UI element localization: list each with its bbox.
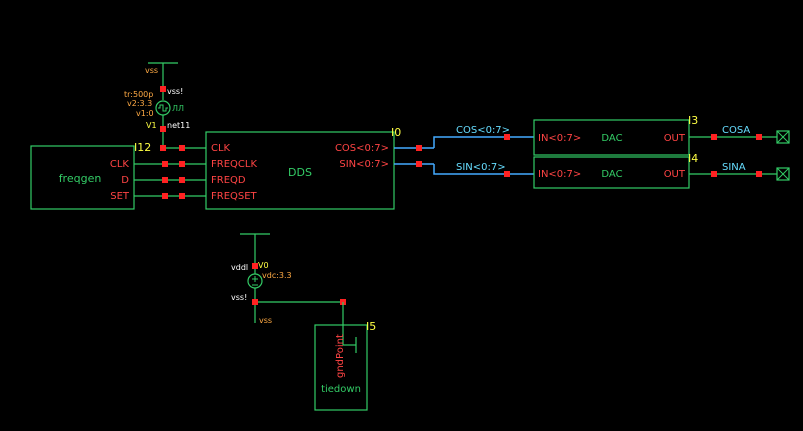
pin-marker (179, 161, 185, 167)
output-pins[interactable]: COSA SINA (689, 125, 790, 181)
pin-marker (756, 134, 762, 140)
tiedown-name: tiedown (321, 384, 361, 395)
tiedown-outline (314, 324, 368, 411)
bus-cos (433, 136, 534, 148)
pin-label-gndpoint: gndPoint (335, 334, 346, 378)
param-v2: v2:3.3 (127, 99, 152, 108)
pin-label-clk: CLK (110, 159, 130, 170)
pin-marker (711, 134, 717, 140)
pin-marker (162, 193, 168, 199)
pin-marker (160, 145, 166, 151)
pin-label-dds-clk: CLK (211, 143, 231, 154)
pin-label-dac-bottom-in: IN<0:7> (538, 169, 581, 180)
instance-label-v0: V0 (258, 261, 269, 270)
pin-label-d: D (121, 175, 129, 186)
pin-marker (416, 161, 422, 167)
pin-marker (252, 263, 258, 269)
pin-label-cos: COS<0:7> (335, 143, 389, 154)
pin-label-freqset: FREQSET (211, 191, 258, 202)
pin-marker (711, 171, 717, 177)
pin-label-dac-top-out: OUT (664, 133, 686, 144)
pin-label-sin: SIN<0:7> (339, 159, 389, 170)
instance-label-i4: I4 (688, 152, 698, 165)
pin-marker (179, 145, 185, 151)
dac-bottom-block[interactable]: I4 DAC IN<0:7> OUT (533, 152, 698, 189)
freqgen-outline (30, 145, 135, 210)
pin-marker (160, 126, 166, 132)
freqgen-block[interactable]: I12 freqgen CLK D SET (30, 141, 151, 210)
pin-label-set: SET (110, 191, 130, 202)
dac-top-name: DAC (601, 133, 622, 144)
pulse-wave-icon (158, 104, 168, 112)
tiedown-block[interactable]: I5 tiedown gndPoint (314, 302, 376, 411)
param-tr: tr:500p (124, 90, 153, 99)
dds-name: DDS (288, 166, 312, 179)
pin-marker (179, 193, 185, 199)
bus-sin (433, 164, 534, 175)
dac-bottom-outline (533, 156, 690, 189)
instance-label-i3: I3 (688, 114, 698, 127)
dac-top-block[interactable]: I3 DAC IN<0:7> OUT (533, 114, 698, 156)
instance-label-i12: I12 (134, 141, 151, 154)
pin-marker (162, 177, 168, 183)
pin-marker (252, 299, 258, 305)
pin-marker (504, 134, 510, 140)
net-label-vss: vss! (231, 293, 247, 302)
pin-label-freqclk: FREQCLK (211, 159, 257, 170)
output-pin-sina-icon[interactable] (776, 167, 790, 181)
pulse-source[interactable]: vss vss! tr:500p v2:3.3 v1:0 ЛЛ V1 net11 (124, 62, 206, 151)
param-v1: v1:0 (136, 109, 154, 118)
net-label-sina: SINA (722, 162, 746, 173)
instance-label-i5: I5 (366, 320, 376, 333)
pin-label-freqd: FREQD (211, 175, 246, 186)
dc-source[interactable]: vddl V0 vdc:3.3 vss! vss (231, 233, 346, 325)
pin-marker (504, 171, 510, 177)
instance-label-v1: V1 (146, 121, 157, 130)
dac-bottom-name: DAC (601, 169, 622, 180)
dds-block[interactable]: I0 DDS CLK FREQCLK FREQD FREQSET COS<0:7… (205, 126, 401, 210)
dds-outline (205, 131, 395, 210)
pin-marker (160, 86, 166, 92)
net-label-sin-bus: SIN<0:7> (456, 162, 506, 173)
net-label-net11: net11 (167, 121, 190, 130)
pin-marker (416, 145, 422, 151)
pin-label-dac-top-in: IN<0:7> (538, 133, 581, 144)
pulse-symbol-label: ЛЛ (172, 104, 184, 113)
pin-marker (756, 171, 762, 177)
instance-label-i0: I0 (391, 126, 401, 139)
freqgen-name: freqgen (59, 172, 102, 185)
freqgen-dds-wires (134, 145, 206, 199)
net-label-cos-bus: COS<0:7> (456, 125, 510, 136)
pin-marker (162, 161, 168, 167)
gnd-label-v0: vss (259, 316, 272, 325)
dds-dac-buses[interactable]: COS<0:7> SIN<0:7> (394, 125, 534, 177)
gnd-label: vss (145, 66, 158, 75)
pin-label-dac-bottom-out: OUT (664, 169, 686, 180)
net-label-vddl: vddl (231, 263, 248, 272)
gnd-net-label: vss! (167, 87, 183, 96)
pin-marker (179, 177, 185, 183)
output-pin-cosa-icon[interactable] (776, 130, 790, 144)
net-label-cosa: COSA (722, 125, 750, 136)
param-vdc: vdc:3.3 (262, 271, 292, 280)
